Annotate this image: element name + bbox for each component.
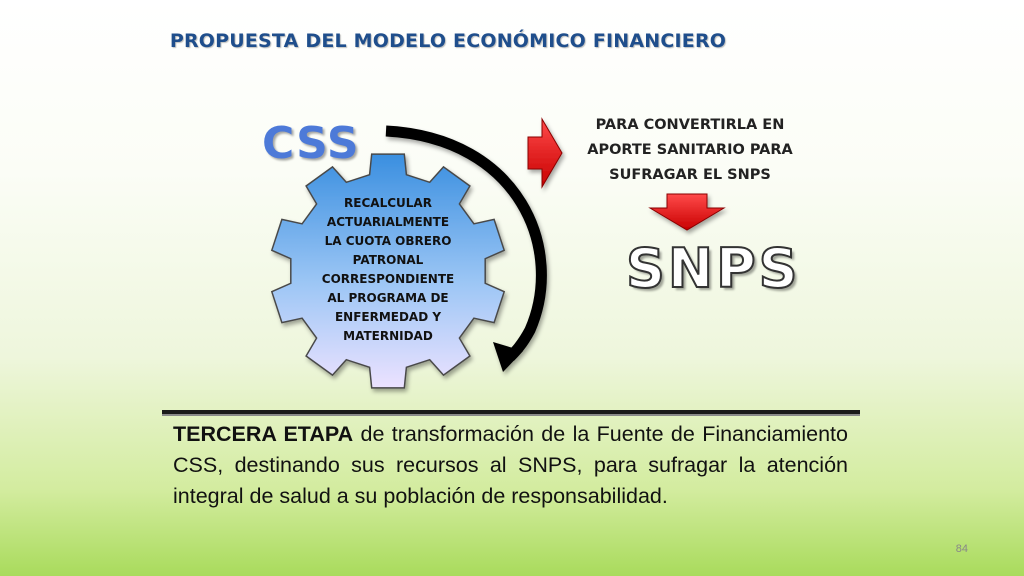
right-arrow-icon	[527, 117, 563, 189]
down-arrow-icon	[648, 193, 726, 231]
gear-line: PATRONAL	[352, 253, 424, 267]
stage-lead: TERCERA ETAPA	[173, 422, 354, 446]
stage-description: TERCERA ETAPA de transformación de la Fu…	[173, 419, 848, 512]
gear-line: AL PROGRAMA DE	[327, 291, 449, 305]
css-label: CSS	[262, 118, 360, 169]
gear-text: RECALCULAR ACTUARIALMENTE LA CUOTA OBRER…	[278, 194, 498, 346]
convert-line: APORTE SANITARIO PARA	[587, 142, 793, 158]
convert-line: SUFRAGAR EL SNPS	[609, 167, 771, 183]
divider-line	[162, 410, 860, 414]
gear-line: LA CUOTA OBRERO	[324, 234, 452, 248]
cycle-arrow	[385, 125, 547, 372]
convert-text: PARA CONVERTIRLA EN APORTE SANITARIO PAR…	[566, 113, 814, 188]
gear-line: ENFERMEDAD Y	[334, 310, 442, 324]
convert-line: PARA CONVERTIRLA EN	[595, 117, 785, 133]
page-number: 84	[955, 543, 968, 555]
snps-label: SNPS	[625, 236, 801, 301]
slide-title: PROPUESTA DEL MODELO ECONÓMICO FINANCIER…	[169, 30, 727, 52]
gear-shape	[270, 153, 506, 389]
gear-line: CORRESPONDIENTE	[321, 272, 455, 286]
gear-line: RECALCULAR	[344, 196, 432, 210]
stage-body: de transformación de la Fuente de Financ…	[173, 422, 848, 508]
gear-line: ACTUARIALMENTE	[326, 215, 450, 229]
gear-line: MATERNIDAD	[343, 329, 433, 343]
